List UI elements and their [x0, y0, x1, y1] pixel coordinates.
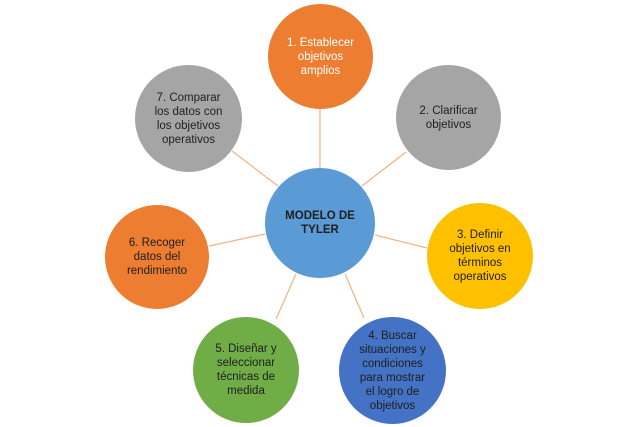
connector-4 [344, 273, 365, 319]
connector-7 [231, 150, 279, 187]
connector-5 [275, 273, 297, 320]
step-5-label: 5. Diseñar y seleccionar técnicas de med… [215, 343, 277, 397]
step-6-label: 6. Recoger datos del rendimiento [126, 237, 188, 277]
step-node-1: 1. Establecer objetivos amplios [268, 4, 373, 109]
step-2-label: 2. Clarificar objetivos [419, 104, 478, 131]
step-node-3: 3. Definir objetivos en términos operati… [427, 203, 533, 309]
step-7-label: 7. Comparar los datos con los objetivos … [154, 91, 223, 146]
step-node-6: 6. Recoger datos del rendimiento [105, 205, 209, 309]
step-node-7: 7. Comparar los datos con los objetivos … [135, 65, 242, 172]
step-node-5: 5. Diseñar y seleccionar técnicas de med… [193, 317, 299, 423]
connector-3 [374, 234, 428, 249]
step-1-label: 1. Establecer objetivos amplios [286, 36, 355, 77]
step-3-label: 3. Definir objetivos en términos operati… [449, 229, 511, 283]
step-node-2: 2. Clarificar objetivos [396, 65, 501, 170]
connector-2 [361, 151, 407, 187]
step-node-4: 4. Buscar situaciones y condiciones para… [339, 317, 446, 424]
center-node-modelo-de-tyler: MODELO DE TYLER [265, 168, 375, 278]
step-4-label: 4. Buscar situaciones y condiciones para… [359, 329, 426, 412]
center-node-label: MODELO DE TYLER [285, 210, 355, 236]
connector-6 [208, 233, 266, 247]
